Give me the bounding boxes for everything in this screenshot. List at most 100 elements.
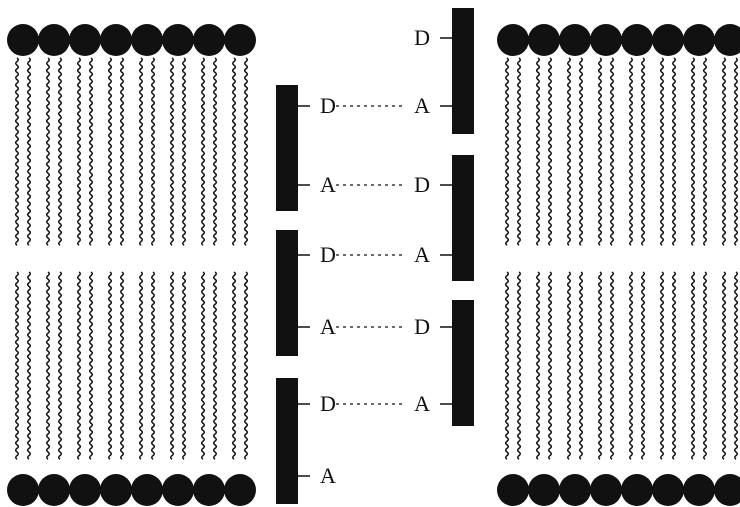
acceptor-label: A bbox=[320, 314, 336, 339]
lipid-tail bbox=[733, 271, 739, 460]
lipid-head bbox=[683, 24, 715, 56]
lipid-tail bbox=[231, 57, 237, 246]
lipid-head bbox=[224, 474, 256, 506]
lipid-tail bbox=[88, 271, 94, 460]
lipid-tail bbox=[119, 57, 125, 246]
lipid-tail bbox=[504, 271, 510, 460]
lipid-tail bbox=[14, 271, 20, 460]
lipid-head bbox=[559, 24, 591, 56]
lipid-tail bbox=[26, 57, 32, 246]
lipid-tail bbox=[57, 57, 63, 246]
lipid-tail bbox=[690, 57, 696, 246]
left-lipid-bilayer bbox=[7, 24, 256, 506]
donor-label: D bbox=[320, 242, 336, 267]
lipid-tail bbox=[640, 271, 646, 460]
lipid-tail bbox=[659, 271, 665, 460]
lipid-head bbox=[69, 474, 101, 506]
lipid-tail bbox=[107, 271, 113, 460]
lipid-head bbox=[590, 24, 622, 56]
lipid-tail bbox=[45, 271, 51, 460]
donor-label: D bbox=[414, 172, 430, 197]
lipid-head bbox=[38, 24, 70, 56]
lipid-head bbox=[162, 24, 194, 56]
lipid-tail bbox=[597, 271, 603, 460]
lipid-tail bbox=[76, 57, 82, 246]
lipid-tail bbox=[138, 57, 144, 246]
lipid-tail bbox=[200, 57, 206, 246]
lipid-head bbox=[162, 474, 194, 506]
lipid-head bbox=[193, 474, 225, 506]
lipid-tail bbox=[702, 271, 708, 460]
lipid-head bbox=[7, 474, 39, 506]
lipid-head bbox=[528, 474, 560, 506]
acceptor-label: A bbox=[320, 463, 336, 488]
lipid-head bbox=[652, 474, 684, 506]
left-strand-bar bbox=[276, 85, 298, 211]
lipid-tail bbox=[181, 271, 187, 460]
acceptor-label: A bbox=[320, 172, 336, 197]
lipid-tail bbox=[169, 271, 175, 460]
hydrogen-bonds bbox=[336, 105, 404, 405]
donor-label: D bbox=[320, 391, 336, 416]
lipid-head bbox=[590, 474, 622, 506]
lipid-tail bbox=[212, 271, 218, 460]
lipid-tail bbox=[150, 271, 156, 460]
lipid-head bbox=[714, 24, 740, 56]
lipid-tail bbox=[690, 271, 696, 460]
lipid-head bbox=[559, 474, 591, 506]
lipid-tail bbox=[702, 57, 708, 246]
strand-bars bbox=[276, 8, 474, 504]
lipid-head bbox=[621, 24, 653, 56]
donor-label: D bbox=[414, 25, 430, 50]
lipid-tail bbox=[516, 57, 522, 246]
lipid-tail bbox=[107, 57, 113, 246]
lipid-tail bbox=[628, 271, 634, 460]
lipid-tail bbox=[659, 57, 665, 246]
lipid-tail bbox=[516, 271, 522, 460]
lipid-tail bbox=[566, 57, 572, 246]
lipid-tail bbox=[57, 271, 63, 460]
lipid-head bbox=[69, 24, 101, 56]
lipid-tail bbox=[628, 57, 634, 246]
lipid-tail bbox=[26, 271, 32, 460]
lipid-tail bbox=[200, 271, 206, 460]
lipid-tail bbox=[76, 271, 82, 460]
lipid-head bbox=[100, 474, 132, 506]
lipid-tail bbox=[119, 271, 125, 460]
lipid-tail bbox=[504, 57, 510, 246]
acceptor-label: A bbox=[414, 93, 430, 118]
lipid-head bbox=[100, 24, 132, 56]
lipid-head bbox=[193, 24, 225, 56]
lipid-tail bbox=[609, 57, 615, 246]
right-lipid-bilayer bbox=[497, 24, 740, 506]
left-strand-bar bbox=[276, 378, 298, 504]
lipid-tail bbox=[243, 57, 249, 246]
lipid-tail bbox=[609, 271, 615, 460]
lipid-head bbox=[7, 24, 39, 56]
lipid-tail bbox=[733, 57, 739, 246]
lipid-tail bbox=[169, 57, 175, 246]
lipid-head bbox=[528, 24, 560, 56]
lipid-tail bbox=[14, 57, 20, 246]
right-strand-bar bbox=[452, 300, 474, 426]
lipid-tail bbox=[535, 271, 541, 460]
lipid-tail bbox=[578, 57, 584, 246]
lipid-head bbox=[621, 474, 653, 506]
donor-label: D bbox=[414, 314, 430, 339]
lipid-head bbox=[652, 24, 684, 56]
left-strand-bar bbox=[276, 230, 298, 356]
lipid-head bbox=[131, 474, 163, 506]
lipid-tail bbox=[640, 57, 646, 246]
lipid-tail bbox=[243, 271, 249, 460]
lipid-tail bbox=[181, 57, 187, 246]
lipid-tail bbox=[671, 57, 677, 246]
right-strand-bar bbox=[452, 155, 474, 281]
lipid-head bbox=[38, 474, 70, 506]
lipid-tail bbox=[138, 271, 144, 460]
lipid-head bbox=[683, 474, 715, 506]
lipid-tail bbox=[578, 271, 584, 460]
lipid-tail bbox=[671, 271, 677, 460]
lipid-tail bbox=[721, 57, 727, 246]
